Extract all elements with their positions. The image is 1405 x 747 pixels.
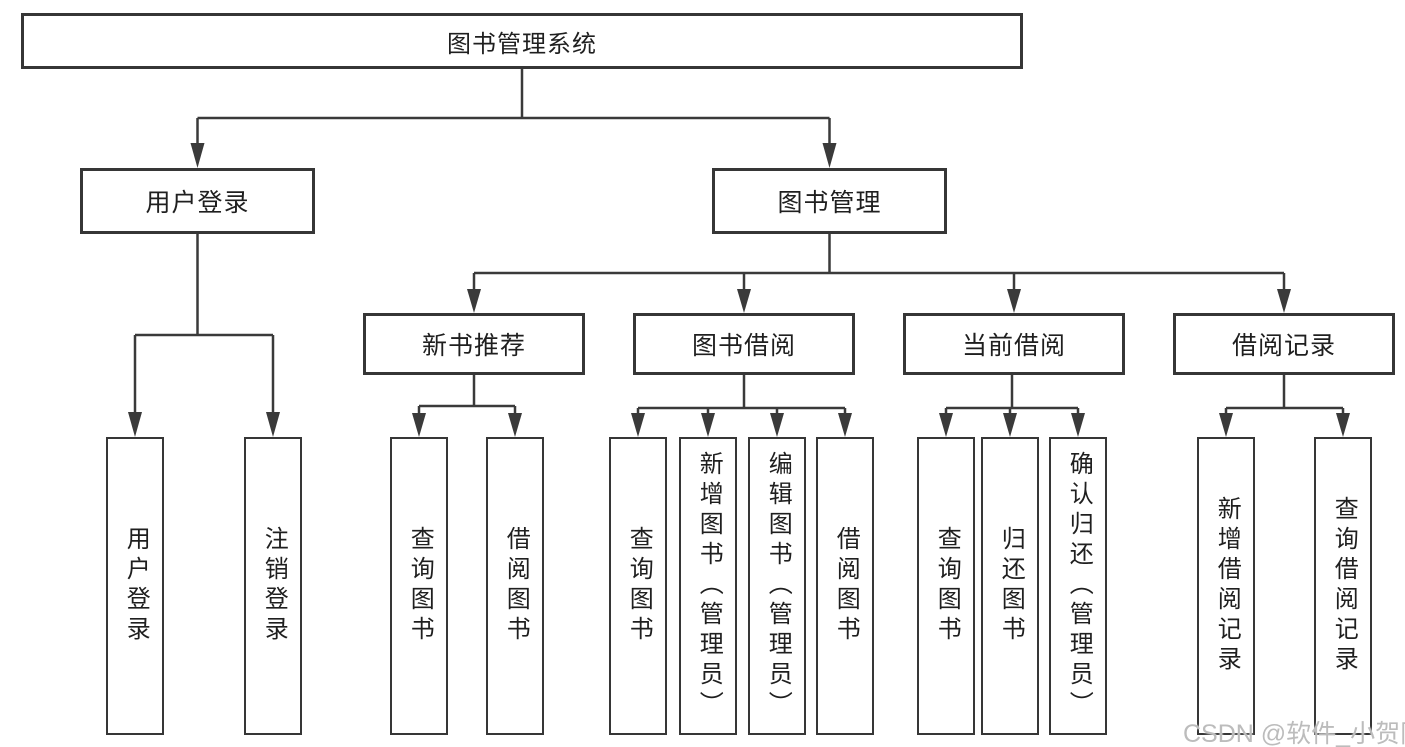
node-book-borrow: 图书借阅 [633, 313, 855, 375]
edge-root-to-level2 [190, 69, 837, 168]
node-label: 图书管理系统 [447, 30, 597, 58]
node-label: 借阅图书 [502, 526, 530, 646]
node-label: 注销登录 [260, 526, 288, 646]
node-leaf-logout: 注销登录 [244, 437, 302, 735]
edge-borrow-to-children [631, 375, 852, 437]
node-label: 新增图书（管理员） [695, 451, 723, 721]
csdn-watermark: CSDN @软件_小贺同学 [1183, 720, 1405, 747]
node-leaf-query-books: 查询图书 [917, 437, 975, 735]
node-leaf-query-books: 查询图书 [390, 437, 448, 735]
node-label: 用户登录 [122, 526, 150, 646]
node-leaf-query-books: 查询图书 [609, 437, 667, 735]
node-leaf-add-borrow-record: 新增借阅记录 [1197, 437, 1255, 735]
node-label: 新增借阅记录 [1213, 496, 1241, 676]
edge-records-to-children [1219, 375, 1350, 437]
node-leaf-query-borrow-record: 查询借阅记录 [1314, 437, 1372, 735]
node-leaf-borrow-books: 借阅图书 [486, 437, 544, 735]
node-leaf-borrow-books: 借阅图书 [816, 437, 874, 735]
node-label: 归还图书 [997, 526, 1025, 646]
node-label: 编辑图书（管理员） [764, 451, 792, 721]
node-leaf-user-login: 用户登录 [106, 437, 164, 735]
edge-mgmt-to-level3 [467, 234, 1291, 313]
node-label: 确认归还（管理员） [1065, 451, 1093, 721]
node-label: 当前借阅 [961, 332, 1066, 360]
edge-login-to-children [128, 234, 280, 437]
node-label: 借阅图书 [832, 526, 860, 646]
node-leaf-confirm-return-admin: 确认归还（管理员） [1049, 437, 1107, 735]
node-library-management-system: 图书管理系统 [21, 13, 1023, 69]
node-leaf-return-books: 归还图书 [981, 437, 1039, 735]
node-leaf-add-books-admin: 新增图书（管理员） [679, 437, 737, 735]
node-user-login: 用户登录 [80, 168, 315, 234]
node-label: 图书管理 [777, 189, 882, 217]
node-label: 查询图书 [933, 526, 961, 646]
node-new-book-recommend: 新书推荐 [363, 313, 585, 375]
node-label: 新书推荐 [421, 332, 526, 360]
node-current-borrow: 当前借阅 [903, 313, 1125, 375]
node-label: 图书借阅 [691, 332, 796, 360]
node-label: 查询图书 [406, 526, 434, 646]
node-borrow-records: 借阅记录 [1173, 313, 1395, 375]
edge-newrec-to-children [412, 375, 522, 437]
node-label: 查询借阅记录 [1330, 496, 1358, 676]
node-label: 查询图书 [625, 526, 653, 646]
node-label: 借阅记录 [1231, 332, 1336, 360]
edge-current-to-children [939, 375, 1085, 437]
node-label: 用户登录 [145, 189, 250, 217]
node-leaf-edit-books-admin: 编辑图书（管理员） [748, 437, 806, 735]
node-book-management: 图书管理 [712, 168, 947, 234]
